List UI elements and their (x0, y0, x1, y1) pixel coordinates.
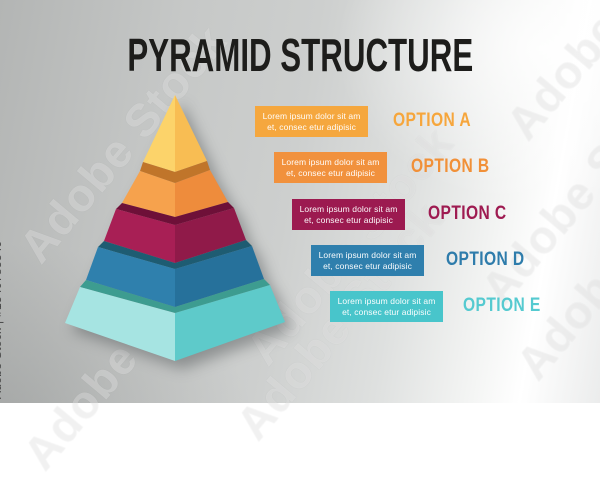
option-e-box[interactable]: Lorem ipsum dolor sit am et, consec etur… (330, 291, 443, 322)
option-c-text-line2: et, consec etur adipisic (304, 214, 393, 225)
option-e-text-line2: et, consec etur adipisic (342, 306, 431, 317)
option-b-text-line1: Lorem ipsum dolor sit am (281, 157, 380, 167)
page-title: PYRAMID STRUCTURE (127, 29, 473, 81)
pyramid-level-3-top-rim (116, 202, 234, 225)
option-b-box[interactable]: Lorem ipsum dolor sit am et, consec etur… (274, 152, 387, 183)
option-b-label: OPTION B (411, 156, 490, 177)
pyramid-level-3-left-face (104, 209, 175, 263)
pyramid-level-3-right-face (175, 208, 246, 263)
pyramid-level-5-left-face (65, 287, 175, 361)
option-c-box[interactable]: Lorem ipsum dolor sit am et, consec etur… (292, 199, 405, 230)
option-d-text-line2: et, consec etur adipisic (323, 260, 412, 271)
title-container: PYRAMID STRUCTURE (0, 28, 600, 82)
pyramid-level-2-right-face (175, 170, 228, 217)
option-a-label: OPTION A (393, 110, 472, 131)
pyramid-level-4-left-face (86, 247, 175, 307)
option-d-text-line1: Lorem ipsum dolor sit am (318, 250, 417, 260)
option-a-text-line1: Lorem ipsum dolor sit am (262, 111, 361, 121)
option-b-text-line2: et, consec etur adipisic (286, 167, 375, 178)
option-a-text-line2: et, consec etur adipisic (267, 121, 356, 132)
option-e-text-line1: Lorem ipsum dolor sit am (337, 296, 436, 306)
pyramid-diagram (65, 95, 285, 361)
option-a-box[interactable]: Lorem ipsum dolor sit am et, consec etur… (255, 106, 368, 137)
option-e-label: OPTION E (463, 295, 541, 316)
pyramid-level-1-left-face (143, 95, 175, 172)
pyramid-level-4-top-rim (98, 240, 252, 269)
option-c-label: OPTION C (428, 203, 507, 224)
pyramid-level-2-top-rim (140, 161, 210, 183)
stock-credit-text: Adobe Stock | #1540783349 (0, 240, 4, 399)
pyramid-level-1-right-face (175, 95, 207, 172)
pyramid-level-2-left-face (122, 171, 175, 217)
pyramid-level-5-right-face (175, 285, 285, 361)
pyramid-level-4-right-face (175, 246, 264, 307)
pyramid-level-5-top-rim (80, 279, 270, 313)
option-d-label: OPTION D (446, 249, 525, 270)
option-d-box[interactable]: Lorem ipsum dolor sit am et, consec etur… (311, 245, 424, 276)
option-c-text-line1: Lorem ipsum dolor sit am (299, 204, 398, 214)
